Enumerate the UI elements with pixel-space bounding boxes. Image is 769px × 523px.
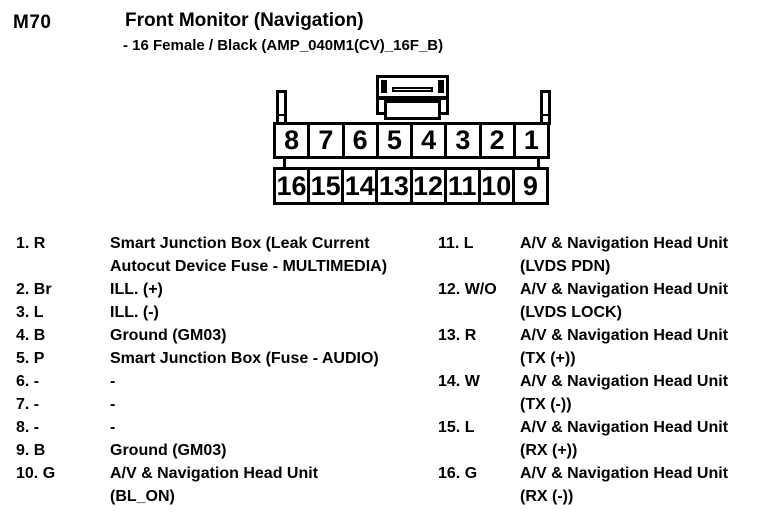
latch-right-bar	[438, 80, 444, 93]
connector-neck	[283, 157, 540, 169]
connector-cavity-9: 9	[511, 170, 546, 202]
connector-cavity-16: 16	[276, 170, 307, 201]
pin-3-label: 3. L	[16, 304, 44, 321]
latch-ledge	[392, 87, 433, 92]
connector-cavity-4: 4	[410, 125, 444, 156]
pin-11-row: 11. L A/V & Navigation Head Unit (LVDS P…	[438, 232, 728, 278]
connector-cavity-15: 15	[307, 170, 341, 202]
connector-cavity-13: 13	[375, 170, 409, 202]
pin-12-label: 12. W/O	[438, 281, 497, 298]
connector-spec: - 16 Female / Black (AMP_040M1(CV)_16F_B…	[123, 37, 444, 54]
pin-8-description: -	[110, 419, 116, 436]
pin-list-left-column: 1. R Smart Junction Box (Leak Current Au…	[16, 232, 387, 508]
pin-5-row: 5. P Smart Junction Box (Fuse - AUDIO)	[16, 347, 387, 370]
pin-16-description: A/V & Navigation Head Unit (RX (-))	[520, 465, 729, 505]
pin-12-description: A/V & Navigation Head Unit (LVDS LOCK)	[520, 281, 729, 321]
pin-15-description: A/V & Navigation Head Unit (RX (+))	[520, 419, 729, 459]
pin-10-label: 10. G	[16, 465, 56, 482]
pin-2-row: 2. Br ILL. (+)	[16, 278, 387, 301]
connector-right-tab	[540, 90, 551, 125]
pin-1-description: Smart Junction Box (Leak Current Autocut…	[110, 235, 388, 275]
connector-cavity-5: 5	[375, 125, 410, 156]
left-tab-notch	[279, 114, 284, 116]
pin-13-label: 13. R	[438, 327, 477, 344]
pin-16-row: 16. G A/V & Navigation Head Unit (RX (-)…	[438, 462, 728, 508]
connector-cavity-7: 7	[307, 125, 341, 156]
pin-7-row: 7. - -	[16, 393, 387, 416]
pin-12-row: 12. W/O A/V & Navigation Head Unit (LVDS…	[438, 278, 728, 324]
connector-cavity-14: 14	[341, 170, 375, 202]
pin-11-description: A/V & Navigation Head Unit (LVDS PDN)	[520, 235, 729, 275]
pin-4-label: 4. B	[16, 327, 46, 344]
pin-8-row: 8. - -	[16, 416, 387, 439]
pin-3-row: 3. L ILL. (-)	[16, 301, 387, 324]
pin-9-description: Ground (GM03)	[110, 442, 227, 459]
pin-10-row: 10. G A/V & Navigation Head Unit (BL_ON)	[16, 462, 387, 508]
pin-2-label: 2. Br	[16, 281, 52, 298]
connector-top-row: 8 7 6 5 4 3 2 1	[273, 122, 550, 159]
connector-cavity-6: 6	[341, 125, 376, 156]
latch-right-stub	[438, 100, 449, 115]
pin-3-description: ILL. (-)	[110, 304, 159, 321]
connector-cavity-11: 11	[443, 170, 478, 202]
pin-2-description: ILL. (+)	[110, 281, 163, 298]
pin-4-description: Ground (GM03)	[110, 327, 227, 344]
connector-latch-icon	[376, 75, 449, 100]
pin-13-row: 13. R A/V & Navigation Head Unit (TX (+)…	[438, 324, 728, 370]
pin-13-description: A/V & Navigation Head Unit (TX (+))	[520, 327, 729, 367]
pin-15-label: 15. L	[438, 419, 475, 436]
connector-cavity-10: 10	[477, 170, 512, 202]
pin-6-label: 6. -	[16, 373, 40, 390]
connector-cavity-2: 2	[478, 125, 513, 156]
pin-10-description: A/V & Navigation Head Unit (BL_ON)	[110, 465, 319, 505]
connector-cavity-8: 8	[284, 125, 300, 155]
pin-14-description: A/V & Navigation Head Unit (TX (-))	[520, 373, 729, 413]
pin-6-row: 6. - -	[16, 370, 387, 393]
connector-cavity-12: 12	[409, 170, 444, 202]
pin-1-label: 1. R	[16, 235, 46, 252]
pin-15-row: 15. L A/V & Navigation Head Unit (RX (+)…	[438, 416, 728, 462]
pin-5-label: 5. P	[16, 350, 45, 367]
connector-code: M70	[13, 12, 52, 33]
pin-14-row: 14. W A/V & Navigation Head Unit (TX (-)…	[438, 370, 728, 416]
pin-7-label: 7. -	[16, 396, 40, 413]
pin-8-label: 8. -	[16, 419, 40, 436]
right-tab-notch	[543, 114, 548, 116]
pin-11-label: 11. L	[438, 235, 474, 252]
pin-6-description: -	[110, 373, 116, 390]
pin-4-row: 4. B Ground (GM03)	[16, 324, 387, 347]
pin-7-description: -	[110, 396, 116, 413]
latch-left-stub	[376, 100, 387, 115]
connector-cavity-1: 1	[512, 125, 547, 156]
page-title: Front Monitor (Navigation)	[125, 10, 364, 31]
pin-list-right-column: 11. L A/V & Navigation Head Unit (LVDS P…	[438, 232, 728, 508]
latch-lower-body	[384, 100, 441, 120]
pin-14-label: 14. W	[438, 373, 480, 390]
pin-9-label: 9. B	[16, 442, 46, 459]
connector-cavity-3: 3	[444, 125, 478, 156]
latch-left-bar	[381, 80, 387, 93]
connector-bottom-row: 16 15 14 13 12 11 10 9	[273, 167, 549, 205]
pin-9-row: 9. B Ground (GM03)	[16, 439, 387, 462]
connector-left-tab	[276, 90, 287, 125]
pin-1-row: 1. R Smart Junction Box (Leak Current Au…	[16, 232, 387, 278]
pin-16-label: 16. G	[438, 465, 478, 482]
pin-5-description: Smart Junction Box (Fuse - AUDIO)	[110, 350, 379, 367]
